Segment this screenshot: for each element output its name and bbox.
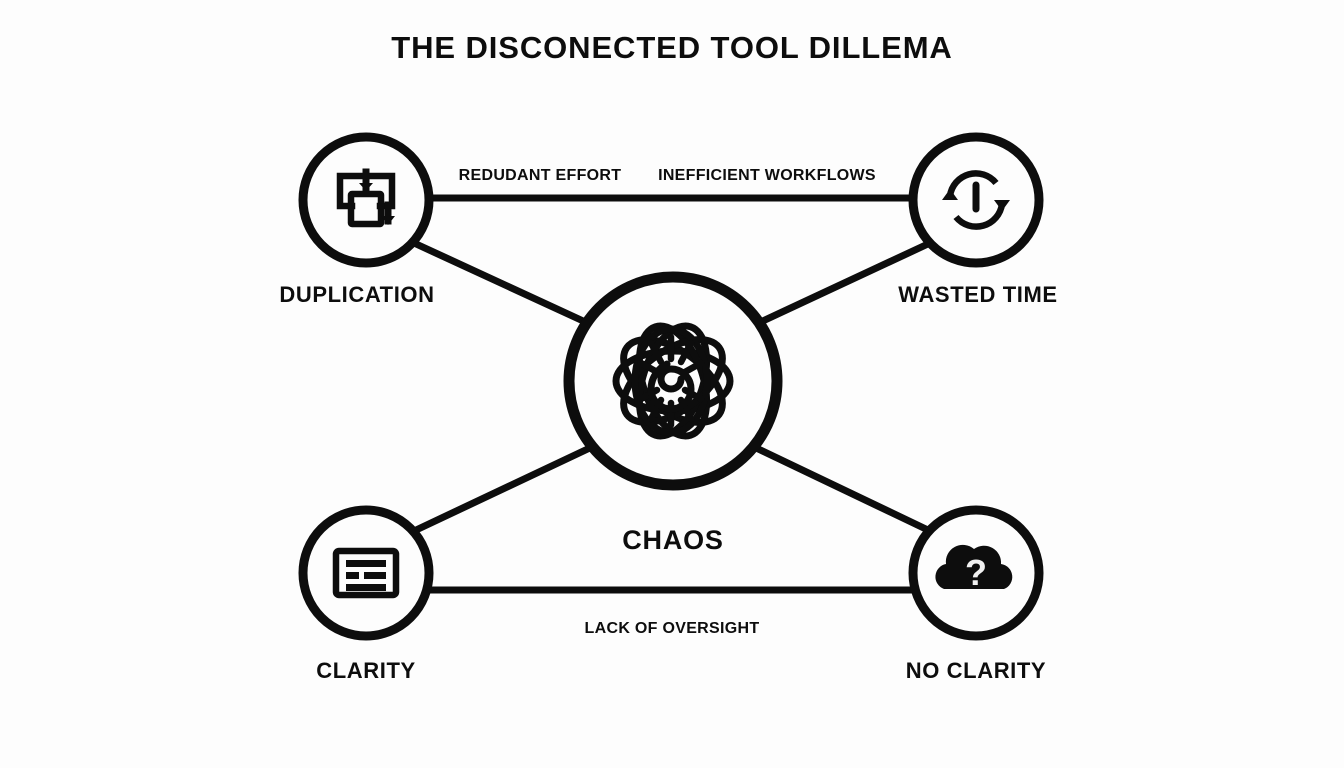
node-label-wasted-time: WASTED TIME — [898, 282, 1057, 307]
node-no-clarity[interactable]: ? NO CLARITY — [906, 505, 1046, 683]
diagram-title: THE DISCONECTED TOOL DILLEMA — [391, 30, 952, 65]
node-label-duplication: DUPLICATION — [279, 282, 434, 307]
duplicate-squares-arrows-icon — [336, 168, 396, 228]
edge-label-lack-of-oversight: LACK OF OVERSIGHT — [585, 620, 760, 637]
edge-clarity-to-chaos — [410, 442, 598, 535]
document-frame — [332, 547, 400, 599]
document-line-2a — [346, 572, 359, 579]
node-duplication[interactable]: DUPLICATION — [279, 132, 434, 307]
node-label-clarity: CLARITY — [316, 658, 416, 683]
cloud-question-icon: ? — [935, 544, 1013, 589]
node-label-chaos: CHAOS — [622, 525, 724, 555]
node-clarity[interactable]: CLARITY — [298, 505, 434, 683]
edge-label-backing-redudant — [448, 160, 633, 188]
duplication-circle[interactable] — [298, 132, 434, 268]
document-lines-icon — [332, 547, 400, 599]
edge-label-group: REDUDANT EFFORT INEFFICIENT WORKFLOWS LA… — [448, 160, 888, 641]
edge-label-inefficient-workflows: INEFFICIENT WORKFLOWS — [658, 167, 876, 184]
edge-label-redudant-effort: REDUDANT EFFORT — [459, 167, 622, 184]
edge-no-clarity-to-chaos — [748, 442, 934, 535]
clock-refresh-icon — [942, 170, 1010, 230]
node-wasted-time[interactable]: WASTED TIME — [898, 132, 1057, 307]
tangled-scribble-icon — [612, 322, 734, 440]
chaos-circle[interactable] — [563, 271, 783, 491]
document-line-2b — [364, 572, 386, 579]
node-chaos[interactable]: CHAOS — [563, 271, 783, 555]
node-label-no-clarity: NO CLARITY — [906, 658, 1046, 683]
edge-group — [410, 194, 934, 594]
document-line-1 — [346, 560, 386, 567]
edge-duplication-to-chaos — [410, 239, 598, 330]
edge-wasted-time-to-chaos — [748, 239, 934, 330]
edge-label-backing-oversight — [574, 613, 772, 641]
cloud-shape — [935, 544, 1013, 589]
edge-label-backing-inefficient — [648, 160, 888, 188]
document-line-3 — [346, 584, 386, 591]
